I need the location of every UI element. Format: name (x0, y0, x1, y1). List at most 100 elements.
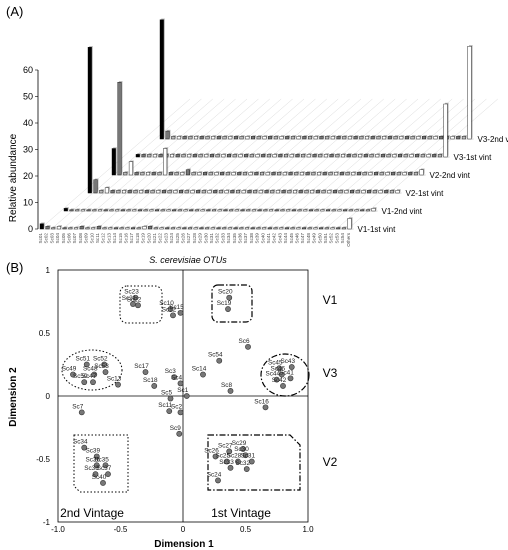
bar (280, 209, 285, 212)
series-label: V2-1st vint (406, 189, 445, 198)
bar (284, 227, 289, 230)
bar (272, 154, 277, 158)
bar (456, 136, 461, 140)
point-label: Sc9 (170, 425, 181, 432)
bar (39, 223, 44, 230)
bar-side (138, 226, 142, 228)
bar (189, 209, 194, 212)
x-tick-label: Sc39 (255, 233, 260, 244)
point-label: Sc38 (84, 465, 99, 472)
bar (250, 136, 255, 140)
bar (153, 227, 158, 230)
x-tick-label: 0.5 (240, 525, 252, 534)
x-tick-label: Sc38 (249, 233, 254, 244)
bar (332, 190, 337, 194)
bar (278, 154, 283, 158)
bar (296, 227, 301, 230)
bar-side (213, 208, 217, 210)
data-point (273, 376, 280, 383)
bar (368, 172, 373, 176)
bar-side (76, 208, 81, 210)
x-tick-label: Sc42 (272, 233, 277, 244)
bar (249, 154, 254, 158)
y-tick-label: 0 (28, 224, 33, 234)
bar (335, 154, 340, 158)
depth-gridline (131, 98, 282, 230)
bar (223, 209, 228, 212)
x-tick-label: Sc20 (146, 233, 151, 244)
bar (185, 169, 190, 176)
bar (319, 227, 324, 230)
depth-gridline (199, 98, 350, 230)
bar (341, 227, 346, 230)
bar (248, 172, 253, 176)
bar (376, 136, 381, 140)
x-tick-label: Sc36 (238, 233, 243, 244)
y-tick-label: 40 (23, 118, 33, 128)
bar (139, 190, 144, 194)
bar-side (179, 208, 183, 210)
bar-side (139, 208, 143, 210)
panel-b-label: (B) (6, 260, 23, 275)
bar (166, 209, 171, 212)
bar (261, 154, 266, 158)
data-point (177, 409, 184, 416)
bar (199, 227, 204, 230)
data-point (142, 369, 149, 375)
bar (99, 190, 104, 194)
bar (80, 209, 85, 212)
data-point (100, 480, 106, 486)
bar (293, 190, 298, 194)
bar-side (246, 226, 250, 228)
point-label: Sc25 (215, 453, 230, 460)
bar (241, 190, 246, 194)
bar (239, 136, 244, 140)
data-point (235, 458, 241, 465)
point-label: Sc5 (161, 390, 172, 397)
bar (399, 136, 404, 140)
bar-side (202, 208, 206, 210)
bar (375, 154, 380, 158)
bar (312, 154, 317, 158)
bar (382, 136, 387, 140)
bar (115, 209, 120, 212)
bar (270, 190, 275, 194)
point-label: Sc36 (85, 456, 100, 463)
bar-side (287, 208, 292, 210)
data-point (278, 371, 285, 378)
panel-a-label: (A) (6, 4, 23, 19)
data-point (226, 294, 233, 301)
point-label: Sc49 (62, 366, 77, 373)
x-tick-label: Sc09 (84, 233, 89, 244)
bar (132, 209, 137, 212)
depth-gridline (119, 98, 270, 230)
bar (326, 209, 331, 212)
bar-side (229, 226, 233, 228)
data-point (135, 302, 141, 309)
depth-gridline (245, 98, 396, 230)
data-point (276, 365, 283, 372)
bar (262, 136, 267, 140)
x-tick-label: Sc26 (181, 233, 186, 244)
bar (319, 136, 324, 140)
bar (183, 209, 188, 212)
bar (344, 190, 349, 194)
bar (352, 154, 357, 158)
bar-side (116, 208, 121, 210)
bar-side (162, 208, 166, 210)
bar (439, 136, 444, 140)
bar (289, 154, 294, 158)
bar (135, 154, 140, 158)
bar (159, 19, 164, 140)
bar (367, 190, 372, 194)
bar (341, 154, 346, 158)
bar-side (105, 208, 109, 210)
cluster-ellipse-v3-2nd (61, 349, 123, 391)
bar (229, 209, 234, 212)
bar (188, 136, 193, 140)
bar (365, 136, 370, 140)
bar (282, 172, 287, 176)
x-tick-label: Sc10 (89, 233, 94, 244)
bar-side (280, 226, 285, 228)
